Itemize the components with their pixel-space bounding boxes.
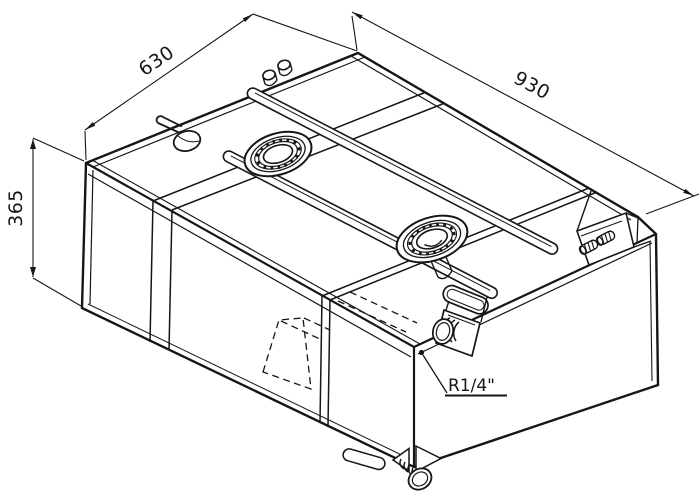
dim-365-text: 365: [5, 189, 27, 227]
hidden-lines: [262, 291, 418, 390]
vent-nipple-icon: [277, 59, 293, 77]
drain-fitting: [342, 444, 443, 491]
filler-cap-2: [395, 214, 469, 264]
vent-nipple-icon: [262, 69, 278, 87]
corner-bracket: [575, 190, 652, 267]
dim-630-text: 630: [135, 41, 179, 80]
port-label-text: R1/4": [448, 376, 495, 396]
cap2-bracket-tab: [430, 256, 453, 280]
port-hole-dot: [418, 349, 425, 356]
radius-callout: R1/4": [418, 349, 507, 397]
keyhole-recess: [155, 115, 202, 152]
outlet-fitting: [431, 284, 489, 358]
hidden-sump-trapezoid: [262, 317, 312, 390]
dimension-365: 365: [5, 137, 85, 307]
drain-bracket-right: [415, 444, 443, 473]
outlet-hook-bracket: [442, 284, 489, 315]
filler-cap-1: [243, 130, 313, 178]
drain-pad: [342, 448, 386, 471]
dim-930-text: 930: [510, 67, 554, 104]
vent-fittings: [262, 59, 293, 87]
mounting-strap-1: [246, 87, 559, 255]
threaded-nipple-icon: [595, 230, 616, 246]
